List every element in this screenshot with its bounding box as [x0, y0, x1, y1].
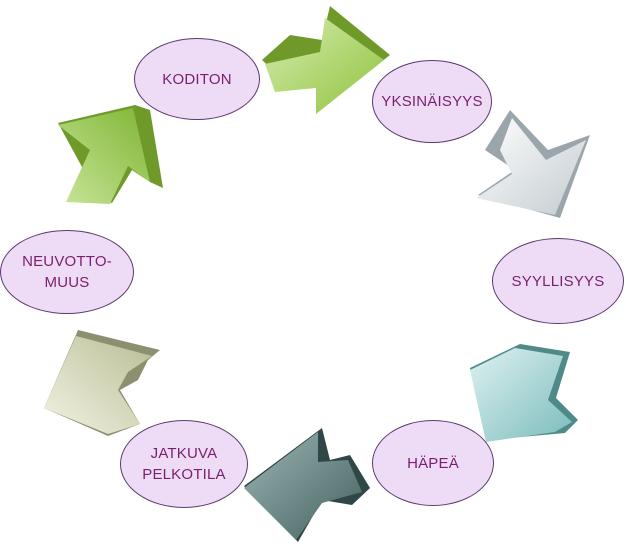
node-label: HÄPEÄ: [407, 454, 459, 472]
node-jatkuva-pelkotila: JATKUVA PELKOTILA: [120, 420, 248, 508]
node-koditon: KODITON: [134, 38, 260, 120]
node-label: YKSINÄISYYS: [381, 93, 483, 110]
node-hapea: HÄPEÄ: [372, 420, 494, 506]
node-label: KODITON: [162, 70, 232, 88]
node-label: SYYLLISYYS: [511, 272, 605, 290]
node-yksinaisyys: YKSINÄISYYS: [372, 60, 492, 143]
node-neuvottomuus: NEUVOTTO- MUUS: [0, 230, 134, 314]
arrow-syyllisyys-to-hapea: [470, 344, 578, 442]
arrow-yksinaisyys-to-syyllisyys: [476, 110, 590, 218]
arrow-hapea-to-jatkuva-pelkotila: [244, 428, 370, 542]
arrow-jatkuva-pelkotila-to-neuvottomuus: [44, 330, 160, 436]
arrow-neuvottomuus-to-koditon: [58, 105, 163, 204]
node-syyllisyys: SYYLLISYYS: [492, 238, 624, 324]
arrow-koditon-to-yksinaisyys: [262, 6, 390, 114]
node-label: JATKUVA PELKOTILA: [142, 445, 226, 483]
node-label: NEUVOTTO- MUUS: [22, 253, 112, 291]
